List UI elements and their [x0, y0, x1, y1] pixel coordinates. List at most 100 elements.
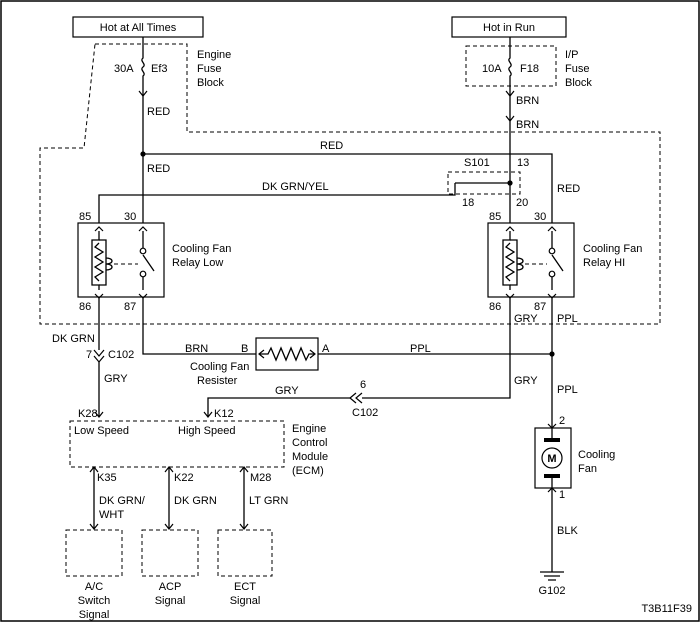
wire-dkgrn-label: DK GRN	[52, 333, 95, 345]
ac-signal-3: Signal	[79, 609, 110, 621]
splice-pin-13: 13	[517, 157, 529, 169]
ground-symbol	[540, 571, 564, 581]
ecm-high-speed: High Speed	[178, 425, 236, 437]
ect-signal-box	[217, 529, 273, 577]
wire-gry-3: GRY	[514, 375, 538, 387]
hot-at-all-times-label: Hot at All Times	[100, 22, 177, 34]
wire-red-1: RED	[147, 106, 170, 118]
wire-gry-1: GRY	[104, 373, 128, 385]
relay-hi-pin-87: 87	[534, 301, 546, 313]
splice-dot-red	[140, 151, 146, 157]
resistor-pin-a: A	[322, 343, 330, 355]
ecm-pin-m28: M28	[250, 472, 271, 484]
wire-gry-k12	[207, 397, 350, 416]
relay-low-pin-30: 30	[124, 211, 136, 223]
resistor-pin-b: B	[241, 343, 248, 355]
ecm-name-4: (ECM)	[292, 465, 324, 477]
ecm: K28 K12 Low Speed High Speed Engine Cont…	[69, 408, 328, 484]
connector-c102-a-top	[93, 349, 105, 357]
drawing-id: T3B11F39	[641, 603, 692, 615]
relay-low-pin-87: 87	[124, 301, 136, 313]
relay-hi: 85 30 86 87 Cooling Fan Relay HI	[487, 211, 642, 313]
wire-brn-2: BRN	[516, 119, 539, 131]
motor-pin-1: 1	[559, 489, 565, 501]
wire-red-4: RED	[557, 183, 580, 195]
wire-ppl-3: PPL	[557, 384, 578, 396]
relay-hi-pin-86: 86	[489, 301, 501, 313]
ecm-pin-k28: K28	[78, 408, 98, 420]
engine-fuse-block-label-1: Engine	[197, 49, 231, 61]
cooling-fan-motor: 2 M 1 Cooling Fan	[534, 415, 615, 501]
ect-signal-1: ECT	[234, 581, 256, 593]
ecm-name-2: Control	[292, 437, 327, 449]
relay-hi-pin-85: 85	[489, 211, 501, 223]
connector-c102-a-pin: 7	[86, 349, 92, 361]
ac-signal-2: Switch	[78, 595, 110, 607]
wire-brn-3: BRN	[185, 343, 208, 355]
wire-red-2: RED	[320, 140, 343, 152]
ground-label: G102	[539, 585, 566, 597]
connector-c102-b-pin: 6	[360, 379, 366, 391]
splice-s101-box	[447, 171, 521, 195]
wire-blk-label: BLK	[557, 525, 578, 537]
splice-s101-label: S101	[464, 157, 490, 169]
wire-dkgrn-yel	[98, 183, 456, 226]
acp-signal-2: Signal	[155, 595, 186, 607]
fuse-ef3-rating: 30A	[114, 63, 134, 75]
wire-red-horizontal	[143, 153, 553, 226]
relay-hi-name-1: Cooling Fan	[583, 243, 642, 255]
fuse-f18: 10A F18	[482, 37, 539, 226]
relay-hi-name-2: Relay HI	[583, 257, 625, 269]
wire-red-3: RED	[147, 163, 170, 175]
motor-symbol: M	[547, 453, 556, 465]
ip-fuse-block-label-2: Fuse	[565, 63, 589, 75]
fuse-ef3-name: Ef3	[151, 63, 168, 75]
connector-c102-a-name: C102	[108, 349, 134, 361]
relay-low-pin-85: 85	[79, 211, 91, 223]
wire-dkgrn-yel-label: DK GRN/YEL	[262, 181, 329, 193]
wire-gry-2: GRY	[514, 313, 538, 325]
wire-brn-1: BRN	[516, 95, 539, 107]
engine-fuse-block-label-2: Fuse	[197, 63, 221, 75]
wire-brn-resistor	[142, 298, 256, 355]
connector-c102-b-name: C102	[352, 407, 378, 419]
ecm-pin-k12: K12	[214, 408, 234, 420]
wire-dkgrn-wht-2: WHT	[99, 509, 124, 521]
hot-in-run-label: Hot in Run	[483, 22, 535, 34]
ac-signal-1: A/C	[85, 581, 103, 593]
relay-low-pin-86: 86	[79, 301, 91, 313]
arrow-f18-out	[505, 90, 515, 97]
relay-hi-pin-30: 30	[534, 211, 546, 223]
resistor-name-1: Cooling Fan	[190, 361, 249, 373]
wire-dkgrn-wht-1: DK GRN/	[99, 495, 146, 507]
ecm-name-1: Engine	[292, 423, 326, 435]
splice-pin-20: 20	[516, 197, 528, 209]
ecm-low-speed: Low Speed	[74, 425, 129, 437]
relay-low-name-1: Cooling Fan	[172, 243, 231, 255]
fuse-f18-name: F18	[520, 63, 539, 75]
fuse-ef3: 30A Ef3	[114, 37, 168, 226]
engine-fuse-block-label-3: Block	[197, 77, 224, 89]
splice-pin-18: 18	[462, 197, 474, 209]
arrow-brn-in	[505, 115, 515, 122]
ect-signal-2: Signal	[230, 595, 261, 607]
engine-fuse-block-outline	[39, 43, 661, 325]
relay-low-name-2: Relay Low	[172, 257, 223, 269]
wire-ppl-2: PPL	[557, 313, 578, 325]
ecm-pin-k22: K22	[174, 472, 194, 484]
ip-fuse-block-label-3: Block	[565, 77, 592, 89]
wire-gry-4: GRY	[275, 385, 299, 397]
wire-gry-relay-hi-86	[362, 298, 511, 399]
wire-dkgrn-2: DK GRN	[174, 495, 217, 507]
ip-fuse-block-label-1: I/P	[565, 49, 578, 61]
acp-signal-1: ACP	[159, 581, 182, 593]
arrow-ef3-out	[138, 90, 148, 97]
motor-pin-2: 2	[559, 415, 565, 427]
hot-at-all-times-box: Hot at All Times	[72, 16, 204, 38]
motor-name-1: Cooling	[578, 449, 615, 461]
ecm-pin-k35: K35	[97, 472, 117, 484]
relay-low: 85 30 86 87 Cooling Fan Relay Low	[77, 211, 231, 313]
motor-name-2: Fan	[578, 463, 597, 475]
